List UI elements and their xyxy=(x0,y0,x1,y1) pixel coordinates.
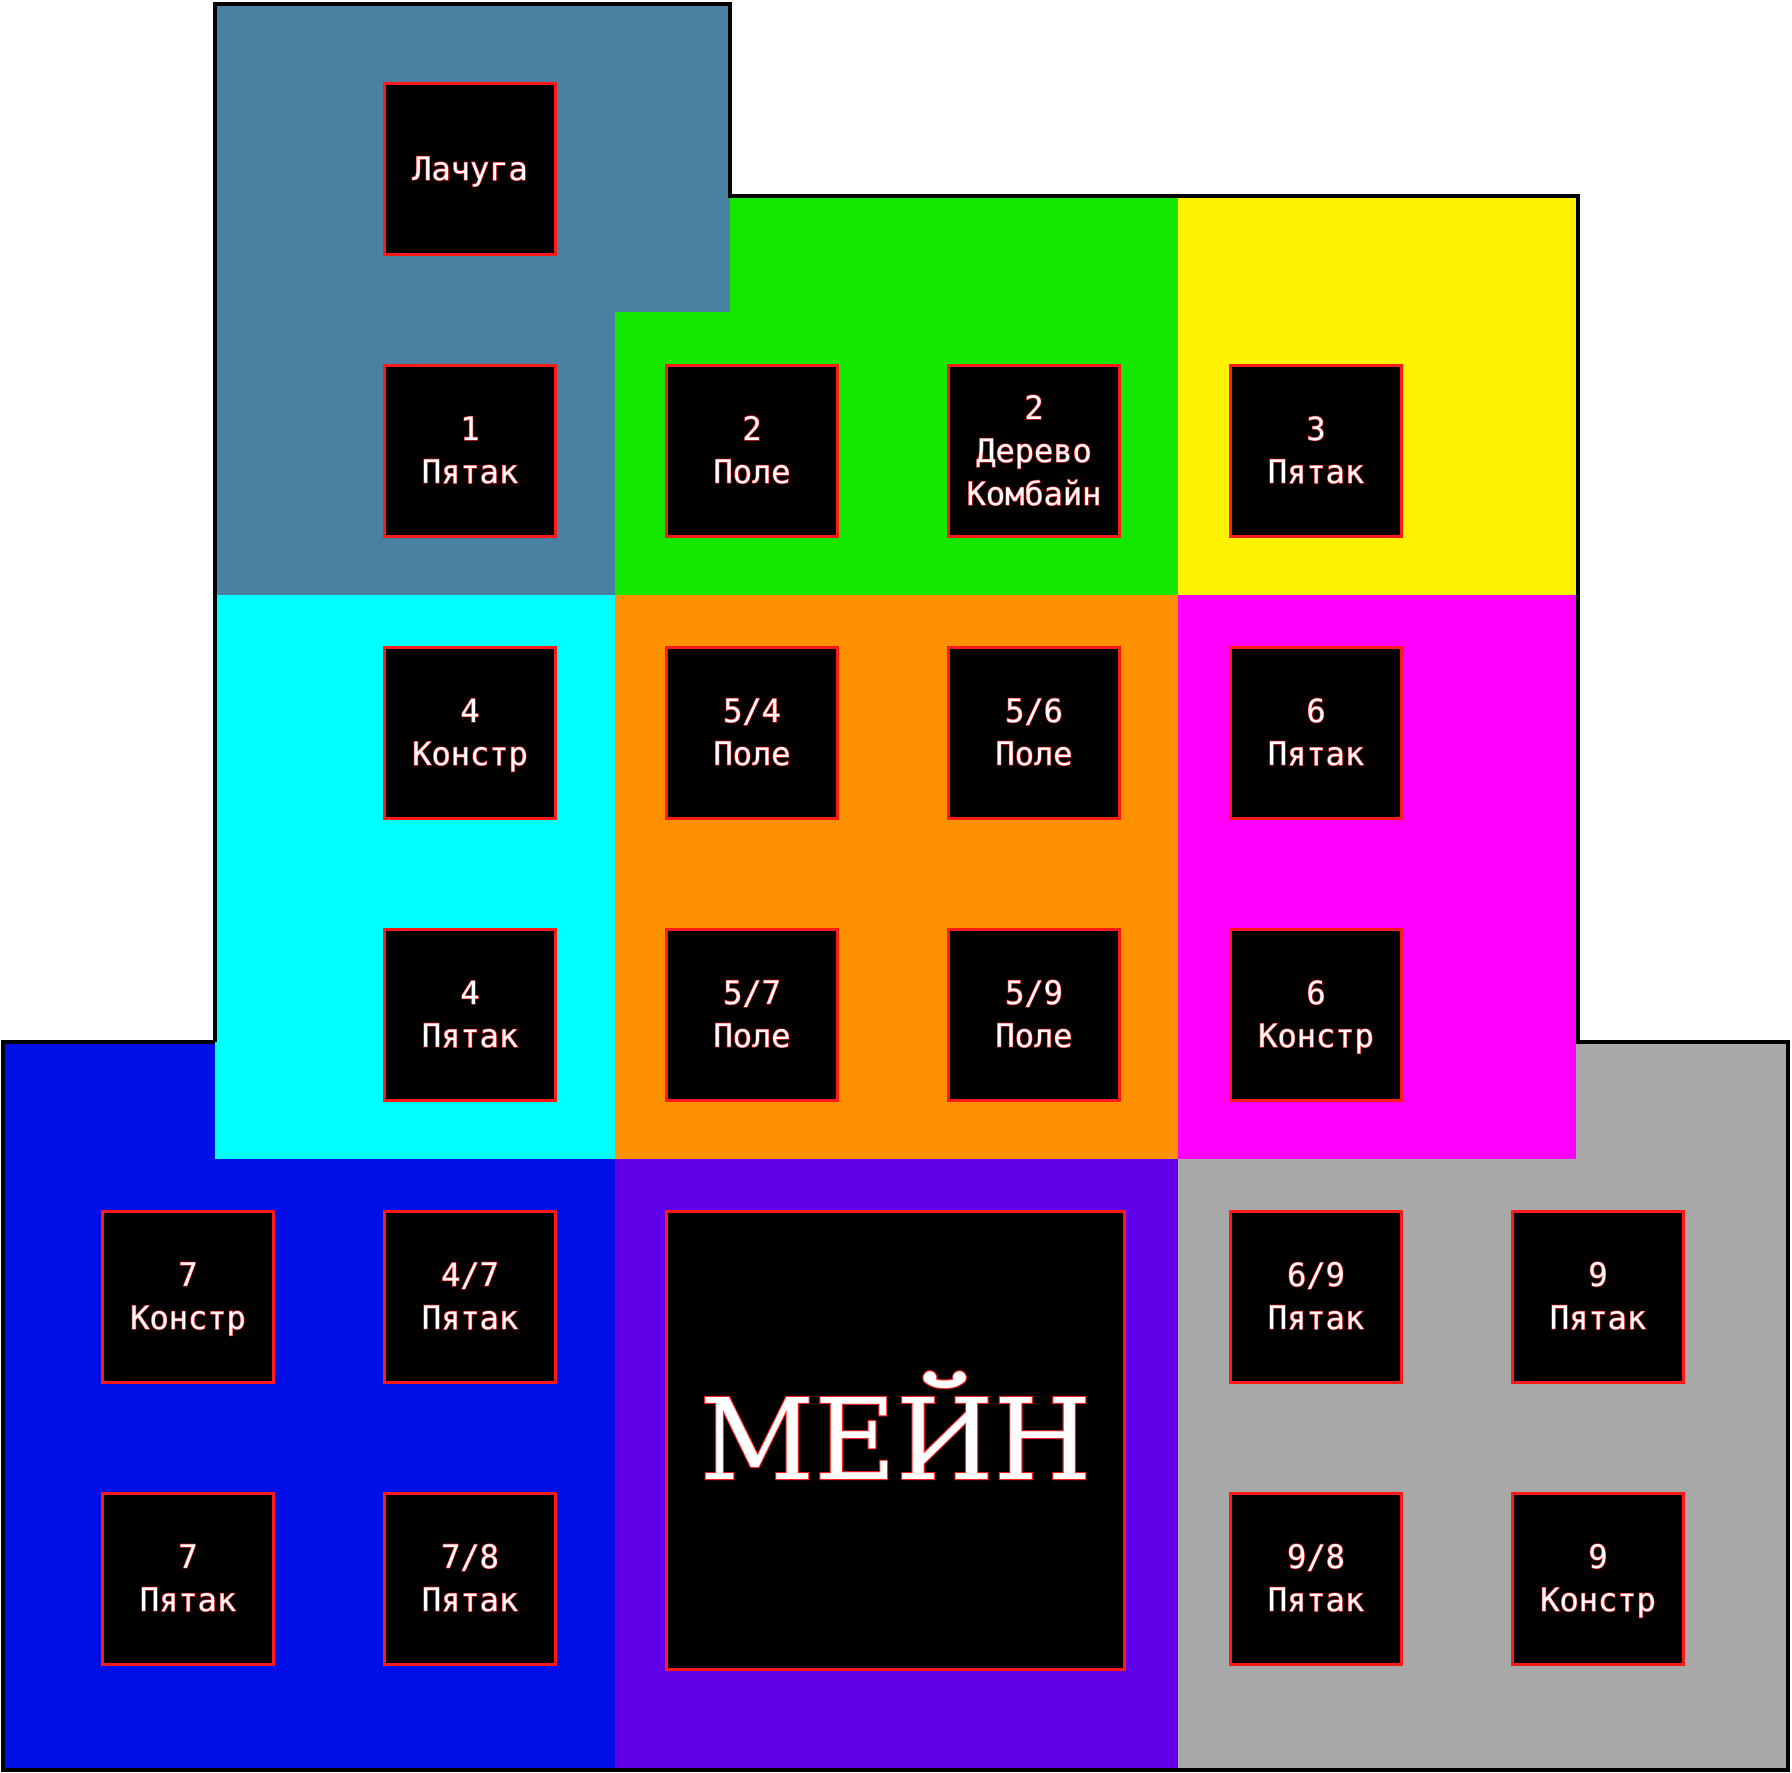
cell-label-line: Пятак xyxy=(421,1016,519,1055)
cell-label-line: 2 xyxy=(742,409,762,448)
zone-green xyxy=(730,196,1178,312)
cell-label-line: Поле xyxy=(713,734,791,773)
cell-label-line: 6/9 xyxy=(1286,1255,1345,1294)
cell-label-line: Констр xyxy=(130,1298,247,1337)
cell-label-line: 7/8 xyxy=(440,1537,499,1576)
cell-label-line: Поле xyxy=(713,1016,791,1055)
cell-label-line: Пятак xyxy=(1267,1580,1365,1619)
cell-label-line: Констр xyxy=(1540,1580,1657,1619)
cell-label-line: 5/4 xyxy=(722,691,781,730)
cell-label-line: Констр xyxy=(412,734,529,773)
cell-label-line: 4/7 xyxy=(440,1255,499,1294)
cell-label-line: Пятак xyxy=(1549,1298,1647,1337)
cell-label-line: 4 xyxy=(460,973,480,1012)
cell-label-line: 5/7 xyxy=(722,973,781,1012)
cell-label-line: 7 xyxy=(178,1537,198,1576)
cell-label-line: Пятак xyxy=(139,1580,237,1619)
cell-label-line: 3 xyxy=(1306,409,1326,448)
zone-gray xyxy=(1576,1044,1788,1159)
cell-label-line: 5/9 xyxy=(1004,973,1063,1012)
cell-label-line: Пятак xyxy=(421,452,519,491)
cell-label-line: Пятак xyxy=(421,1298,519,1337)
cell-label-line: Пятак xyxy=(1267,734,1365,773)
cell-label-line: 2 xyxy=(1024,388,1044,427)
cell-label-line: 1 xyxy=(460,409,480,448)
cell-label-line: 4 xyxy=(460,691,480,730)
cell-label-line: Поле xyxy=(995,734,1073,773)
cell-label-line: 7 xyxy=(178,1255,198,1294)
cell-label-line: 9 xyxy=(1588,1255,1608,1294)
cell-label-line: 6 xyxy=(1306,973,1326,1012)
cell-label-line: Пятак xyxy=(421,1580,519,1619)
cell-label-line: Поле xyxy=(995,1016,1073,1055)
cell-label-line: Лачуга xyxy=(412,149,529,188)
cell-label-line: 9/8 xyxy=(1286,1537,1345,1576)
cell-label-line: Поле xyxy=(713,452,791,491)
cell-label-line: Комбайн xyxy=(966,474,1102,513)
cell-label-line: Констр xyxy=(1258,1016,1375,1055)
cell-label-line: 5/6 xyxy=(1004,691,1063,730)
cell-label-line: Пятак xyxy=(1267,1298,1365,1337)
cell-label-line: Дерево xyxy=(976,431,1093,470)
cell-lachuga[interactable]: Лачуга xyxy=(383,82,557,256)
cell-label-line: 6 xyxy=(1306,691,1326,730)
cell-label-line: МЕЙН xyxy=(699,1375,1093,1506)
cell-main[interactable]: МЕЙН xyxy=(665,1210,1126,1671)
cell-label-line: Пятак xyxy=(1267,452,1365,491)
cell-label-line: 9 xyxy=(1588,1537,1608,1576)
